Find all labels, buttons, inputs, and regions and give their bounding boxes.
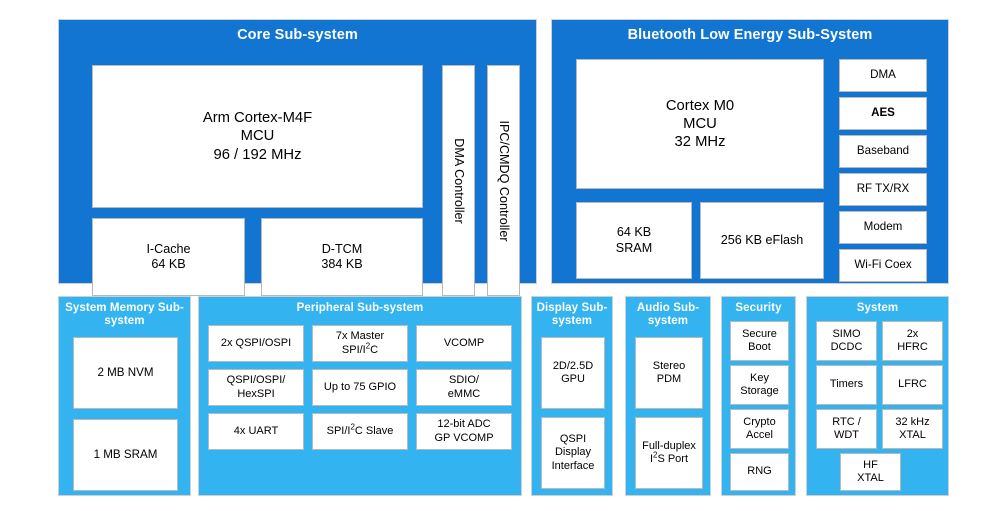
system-block-hf-xtal[interactable]: HF XTAL <box>840 453 901 491</box>
core-dma-controller-block[interactable]: DMA Controller <box>442 65 475 296</box>
peripheral-block-sdio-emmc[interactable]: SDIO/ eMMC <box>416 369 512 406</box>
system-memory-block-sram[interactable]: 1 MB SRAM <box>73 419 178 491</box>
ble-block-wifi-coex[interactable]: Wi-Fi Coex <box>839 249 927 282</box>
system-block-simo-dcdc[interactable]: SIMO DCDC <box>816 321 877 361</box>
ble-subsystem-panel[interactable]: Bluetooth Low Energy Sub-System Cortex M… <box>551 19 949 284</box>
security-block-crypto-accel[interactable]: Crypto Accel <box>730 409 789 449</box>
display-subsystem-title: Display Sub-system <box>536 302 608 327</box>
core-subsystem-title: Core Sub-system <box>237 27 358 43</box>
security-panel[interactable]: Security Secure Boot Key Storage Crypto … <box>721 296 796 496</box>
peripheral-block-spi-i2c-slave-label: SPI/I2C Slave <box>326 422 394 437</box>
audio-block-stereo-pdm[interactable]: Stereo PDM <box>635 337 703 409</box>
ble-block-baseband[interactable]: Baseband <box>839 135 927 168</box>
system-block-timers[interactable]: Timers <box>816 365 877 405</box>
system-memory-block-nvm[interactable]: 2 MB NVM <box>73 337 178 409</box>
ble-subsystem-title: Bluetooth Low Energy Sub-System <box>627 27 873 43</box>
system-block-lfrc[interactable]: LFRC <box>882 365 943 405</box>
security-block-key-storage[interactable]: Key Storage <box>730 365 789 405</box>
peripheral-subsystem-title: Peripheral Sub-system <box>296 302 424 314</box>
core-icache-block[interactable]: I-Cache 64 KB <box>92 218 245 296</box>
display-block-gpu[interactable]: 2D/2.5D GPU <box>541 337 605 409</box>
system-panel[interactable]: System SIMO DCDC 2x HFRC Timers LFRC RTC… <box>806 296 949 496</box>
ble-block-rf-tx-rx[interactable]: RF TX/RX <box>839 173 927 206</box>
core-ipc-cmdq-controller-label: IPC/CMDQ Controller <box>496 119 511 242</box>
core-ipc-cmdq-controller-block[interactable]: IPC/CMDQ Controller <box>487 65 520 296</box>
system-block-rtc-wdt[interactable]: RTC / WDT <box>816 409 877 449</box>
core-dtcm-block[interactable]: D-TCM 384 KB <box>261 218 423 296</box>
audio-subsystem-title: Audio Sub-system <box>636 302 700 327</box>
display-subsystem-panel[interactable]: Display Sub-system 2D/2.5D GPU QSPI Disp… <box>531 296 613 496</box>
ble-block-modem[interactable]: Modem <box>839 211 927 244</box>
display-block-qspi-display-interface[interactable]: QSPI Display Interface <box>541 417 605 489</box>
peripheral-block-spi-i2c-slave[interactable]: SPI/I2C Slave <box>312 413 408 450</box>
ble-sram-block[interactable]: 64 KB SRAM <box>576 202 692 279</box>
system-memory-subsystem-panel[interactable]: System Memory Sub-system 2 MB NVM 1 MB S… <box>58 296 191 496</box>
ble-block-dma[interactable]: DMA <box>839 59 927 92</box>
peripheral-block-qspi-ospi-2x[interactable]: 2x QSPI/OSPI <box>208 325 304 362</box>
peripheral-block-qspi-ospi-hexspi[interactable]: QSPI/OSPI/ HexSPI <box>208 369 304 406</box>
peripheral-block-vcomp[interactable]: VCOMP <box>416 325 512 362</box>
core-dma-controller-label: DMA Controller <box>451 137 466 224</box>
core-mcu-block[interactable]: Arm Cortex-M4F MCU 96 / 192 MHz <box>92 65 423 208</box>
security-block-secure-boot[interactable]: Secure Boot <box>730 321 789 361</box>
ble-eflash-block[interactable]: 256 KB eFlash <box>700 202 824 279</box>
peripheral-block-adc-gp-vcomp[interactable]: 12-bit ADC GP VCOMP <box>416 413 512 450</box>
system-memory-subsystem-title: System Memory Sub-system <box>65 302 184 327</box>
system-block-hfrc-2x[interactable]: 2x HFRC <box>882 321 943 361</box>
peripheral-subsystem-panel[interactable]: Peripheral Sub-system 2x QSPI/OSPI 7x Ma… <box>198 296 522 496</box>
core-subsystem-panel[interactable]: Core Sub-system Arm Cortex-M4F MCU 96 / … <box>58 19 537 296</box>
security-title: Security <box>735 302 782 314</box>
peripheral-block-gpio[interactable]: Up to 75 GPIO <box>312 369 408 406</box>
ble-mcu-block[interactable]: Cortex M0 MCU 32 MHz <box>576 59 824 189</box>
peripheral-block-uart-4x[interactable]: 4x UART <box>208 413 304 450</box>
system-block-32khz-xtal[interactable]: 32 kHz XTAL <box>882 409 943 449</box>
security-block-rng[interactable]: RNG <box>730 453 789 491</box>
system-title: System <box>856 302 899 314</box>
ble-block-aes[interactable]: AES <box>839 97 927 130</box>
